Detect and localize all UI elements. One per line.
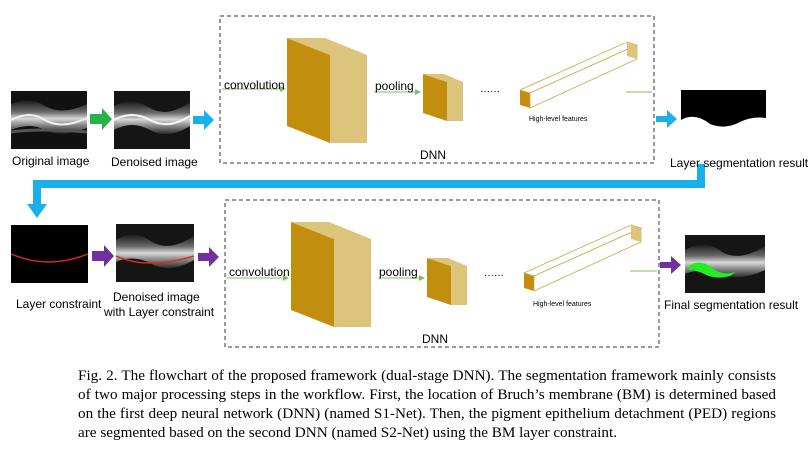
- dnn-label-bottom: DNN: [422, 332, 448, 346]
- pool-cube-top: [423, 74, 463, 121]
- features-label-top: High-level features: [529, 116, 588, 123]
- denoised-constraint-thumb: [115, 224, 195, 282]
- conv-cube-top: [287, 38, 367, 143]
- pool-cube-bottom: [427, 258, 467, 305]
- conv-cube-bottom: [291, 222, 371, 327]
- original-image-thumb: [10, 91, 88, 149]
- final-seg-result-thumb: [685, 235, 765, 293]
- ellipsis-bottom: ······: [484, 270, 504, 281]
- dnn-label-top: DNN: [420, 148, 446, 162]
- dnn-box-top: [219, 15, 655, 164]
- dnn-box-bottom: [224, 199, 660, 348]
- convolution-label-bottom: convolution: [229, 265, 290, 279]
- denoised-image-label: Denoised image: [111, 155, 198, 169]
- layer-seg-result-thumb: [681, 90, 766, 150]
- blue-arrow-result: [656, 110, 677, 128]
- denoised-constraint-label-2: with Layer constraint: [104, 305, 215, 319]
- ellipsis-top: ······: [480, 86, 500, 97]
- green-arrow: [90, 108, 112, 130]
- layer-constraint-thumb: [10, 225, 89, 283]
- denoised-constraint-label-1: Denoised image: [113, 290, 200, 304]
- purple-arrow-1: [92, 245, 114, 267]
- final-seg-result-label: Final segmentation result: [664, 298, 799, 312]
- feature-prism-bottom: [522, 224, 643, 292]
- blue-arrow-top: [193, 110, 214, 130]
- features-label-bottom: High-level features: [533, 301, 592, 308]
- pooling-label-bottom: pooling: [379, 265, 418, 279]
- figure-caption: Fig. 2. The flowchart of the proposed fr…: [78, 367, 776, 441]
- layer-seg-result-label: Layer segmentation result: [670, 156, 809, 170]
- pooling-label-top: pooling: [375, 79, 414, 93]
- convolution-label-top: convolution: [224, 78, 285, 92]
- feature-prism-top: [518, 41, 639, 109]
- purple-arrow-3: [660, 256, 681, 274]
- denoised-image-thumb: [113, 91, 191, 149]
- blue-connector: [27, 164, 705, 218]
- original-image-label: Original image: [12, 154, 90, 168]
- purple-arrow-2: [198, 247, 219, 267]
- layer-constraint-label: Layer constraint: [16, 297, 102, 311]
